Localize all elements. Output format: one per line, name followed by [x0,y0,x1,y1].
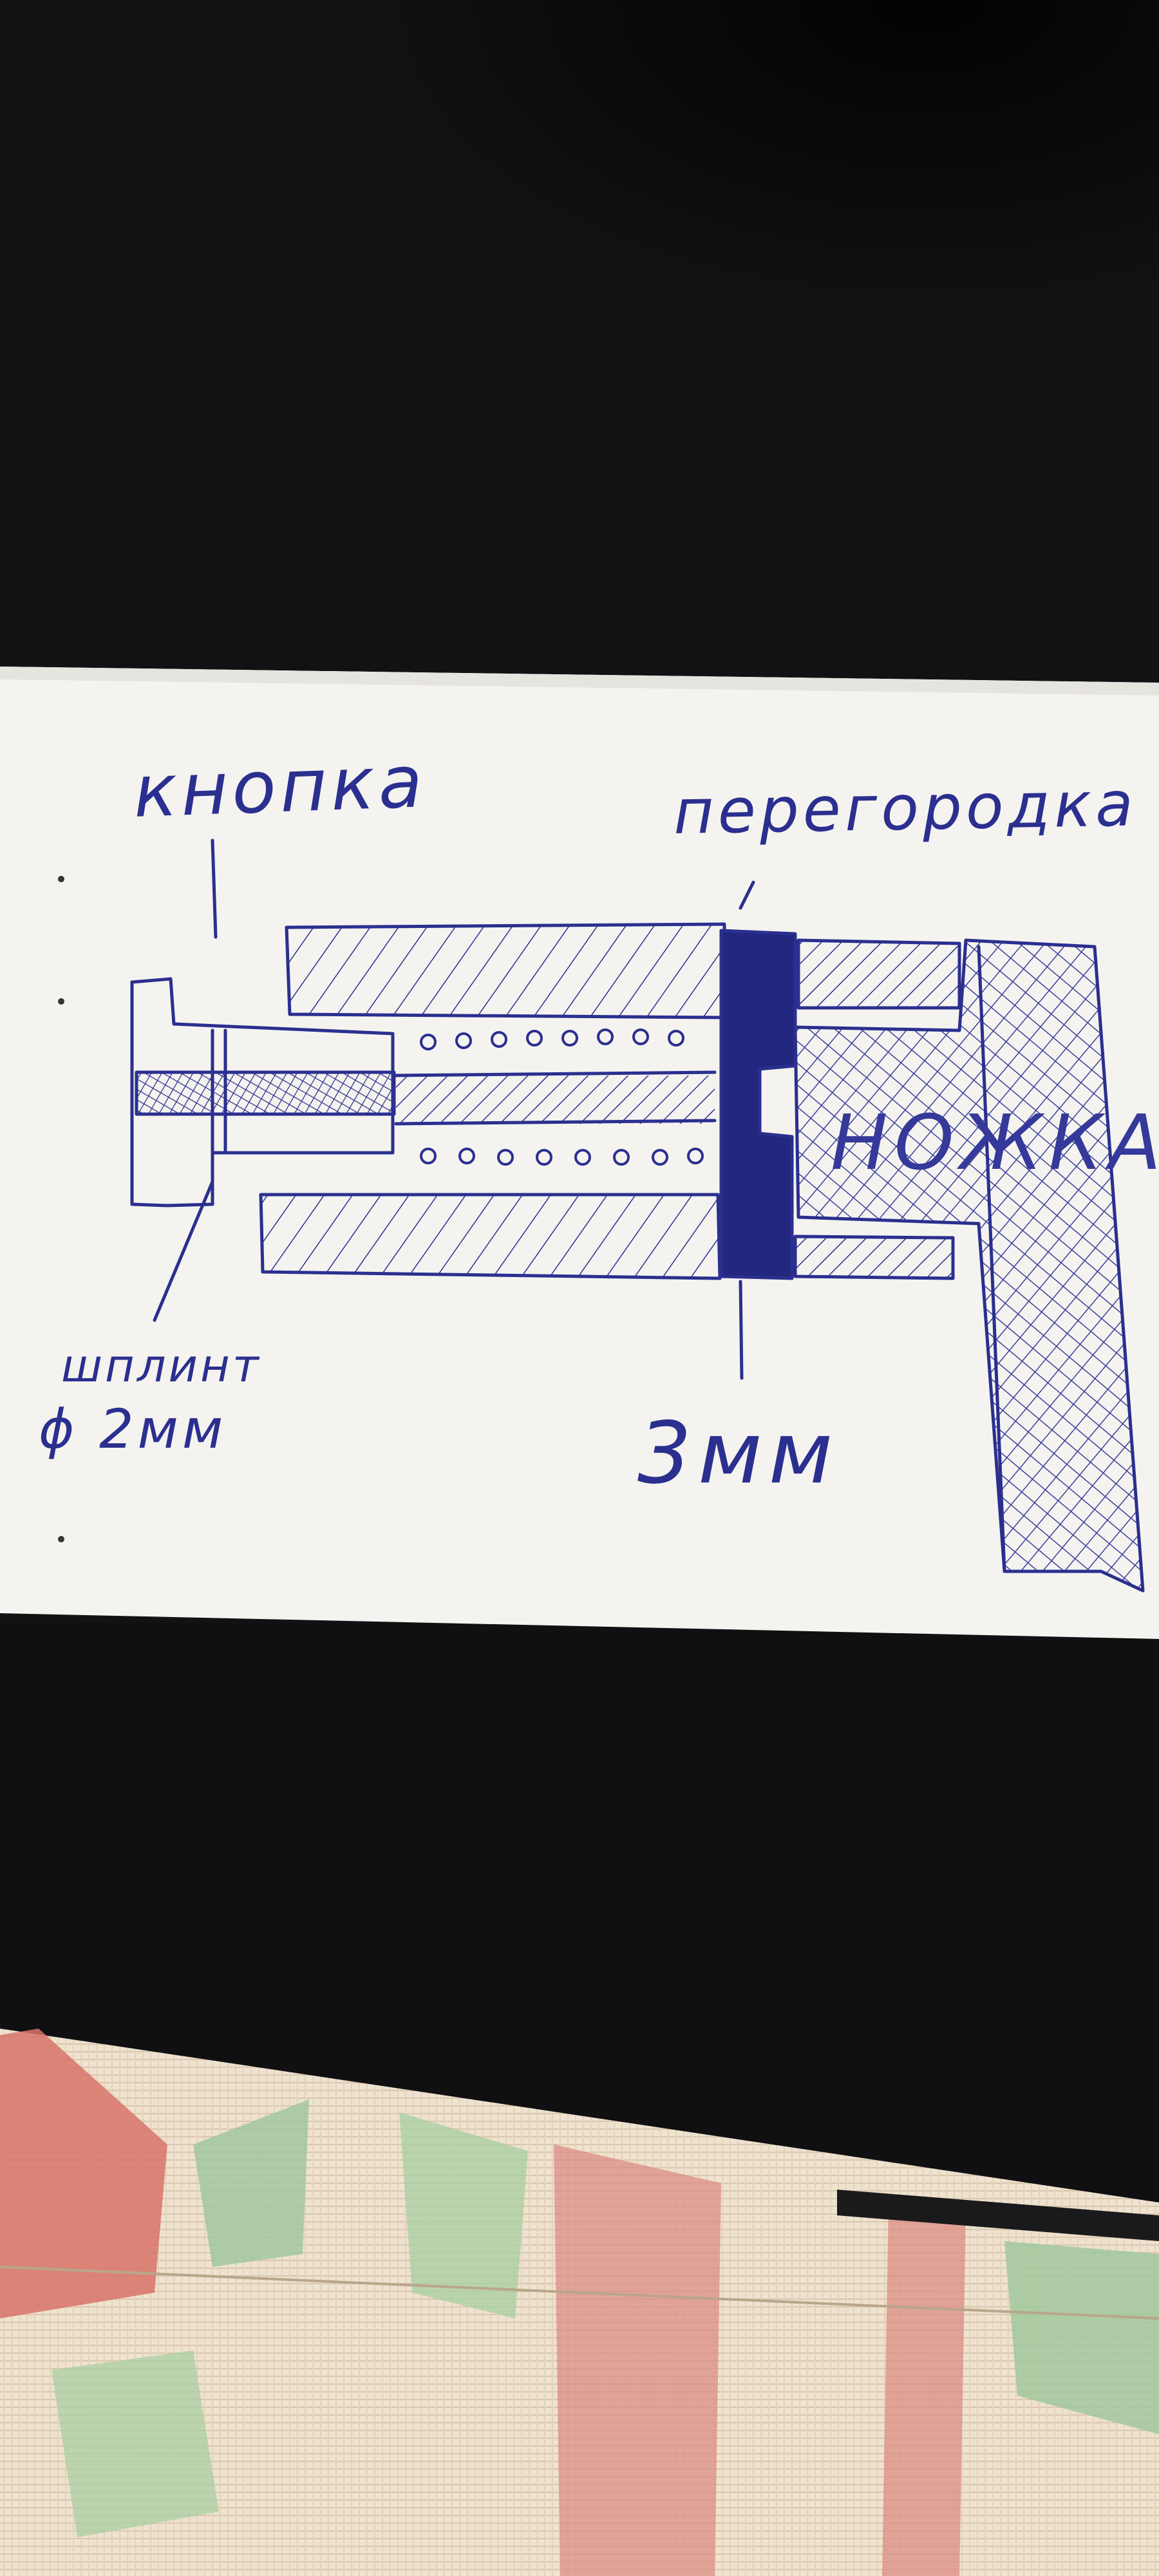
leg [793,938,1145,1593]
spring-coils-bottom [420,1148,704,1166]
leg-label: НОЖКА [831,1098,1159,1187]
cotter-pin-diameter-label: ϕ 2мм [39,1397,227,1461]
leader-3mm [739,1280,744,1380]
partition [719,929,797,1280]
partition-label: перегородка [673,768,1138,848]
partition-thickness-label: 3мм [637,1404,840,1503]
tablecloth [0,2029,1159,2576]
cotter-pin-label: шплинт [61,1340,261,1392]
button-label: кнопка [132,740,428,834]
paper-sheet [0,667,1159,1639]
housing-upper [285,922,726,1019]
leader-peregorodka [739,880,755,910]
spring [394,1070,717,1126]
housing-lower [259,1193,722,1280]
leader-shplint [153,1180,214,1322]
button-head [130,977,173,1208]
spring-coils-top [420,1028,684,1050]
leader-knopka [211,838,218,939]
button-stem-core [135,1070,396,1116]
mechanism-drawing [130,838,1145,1593]
